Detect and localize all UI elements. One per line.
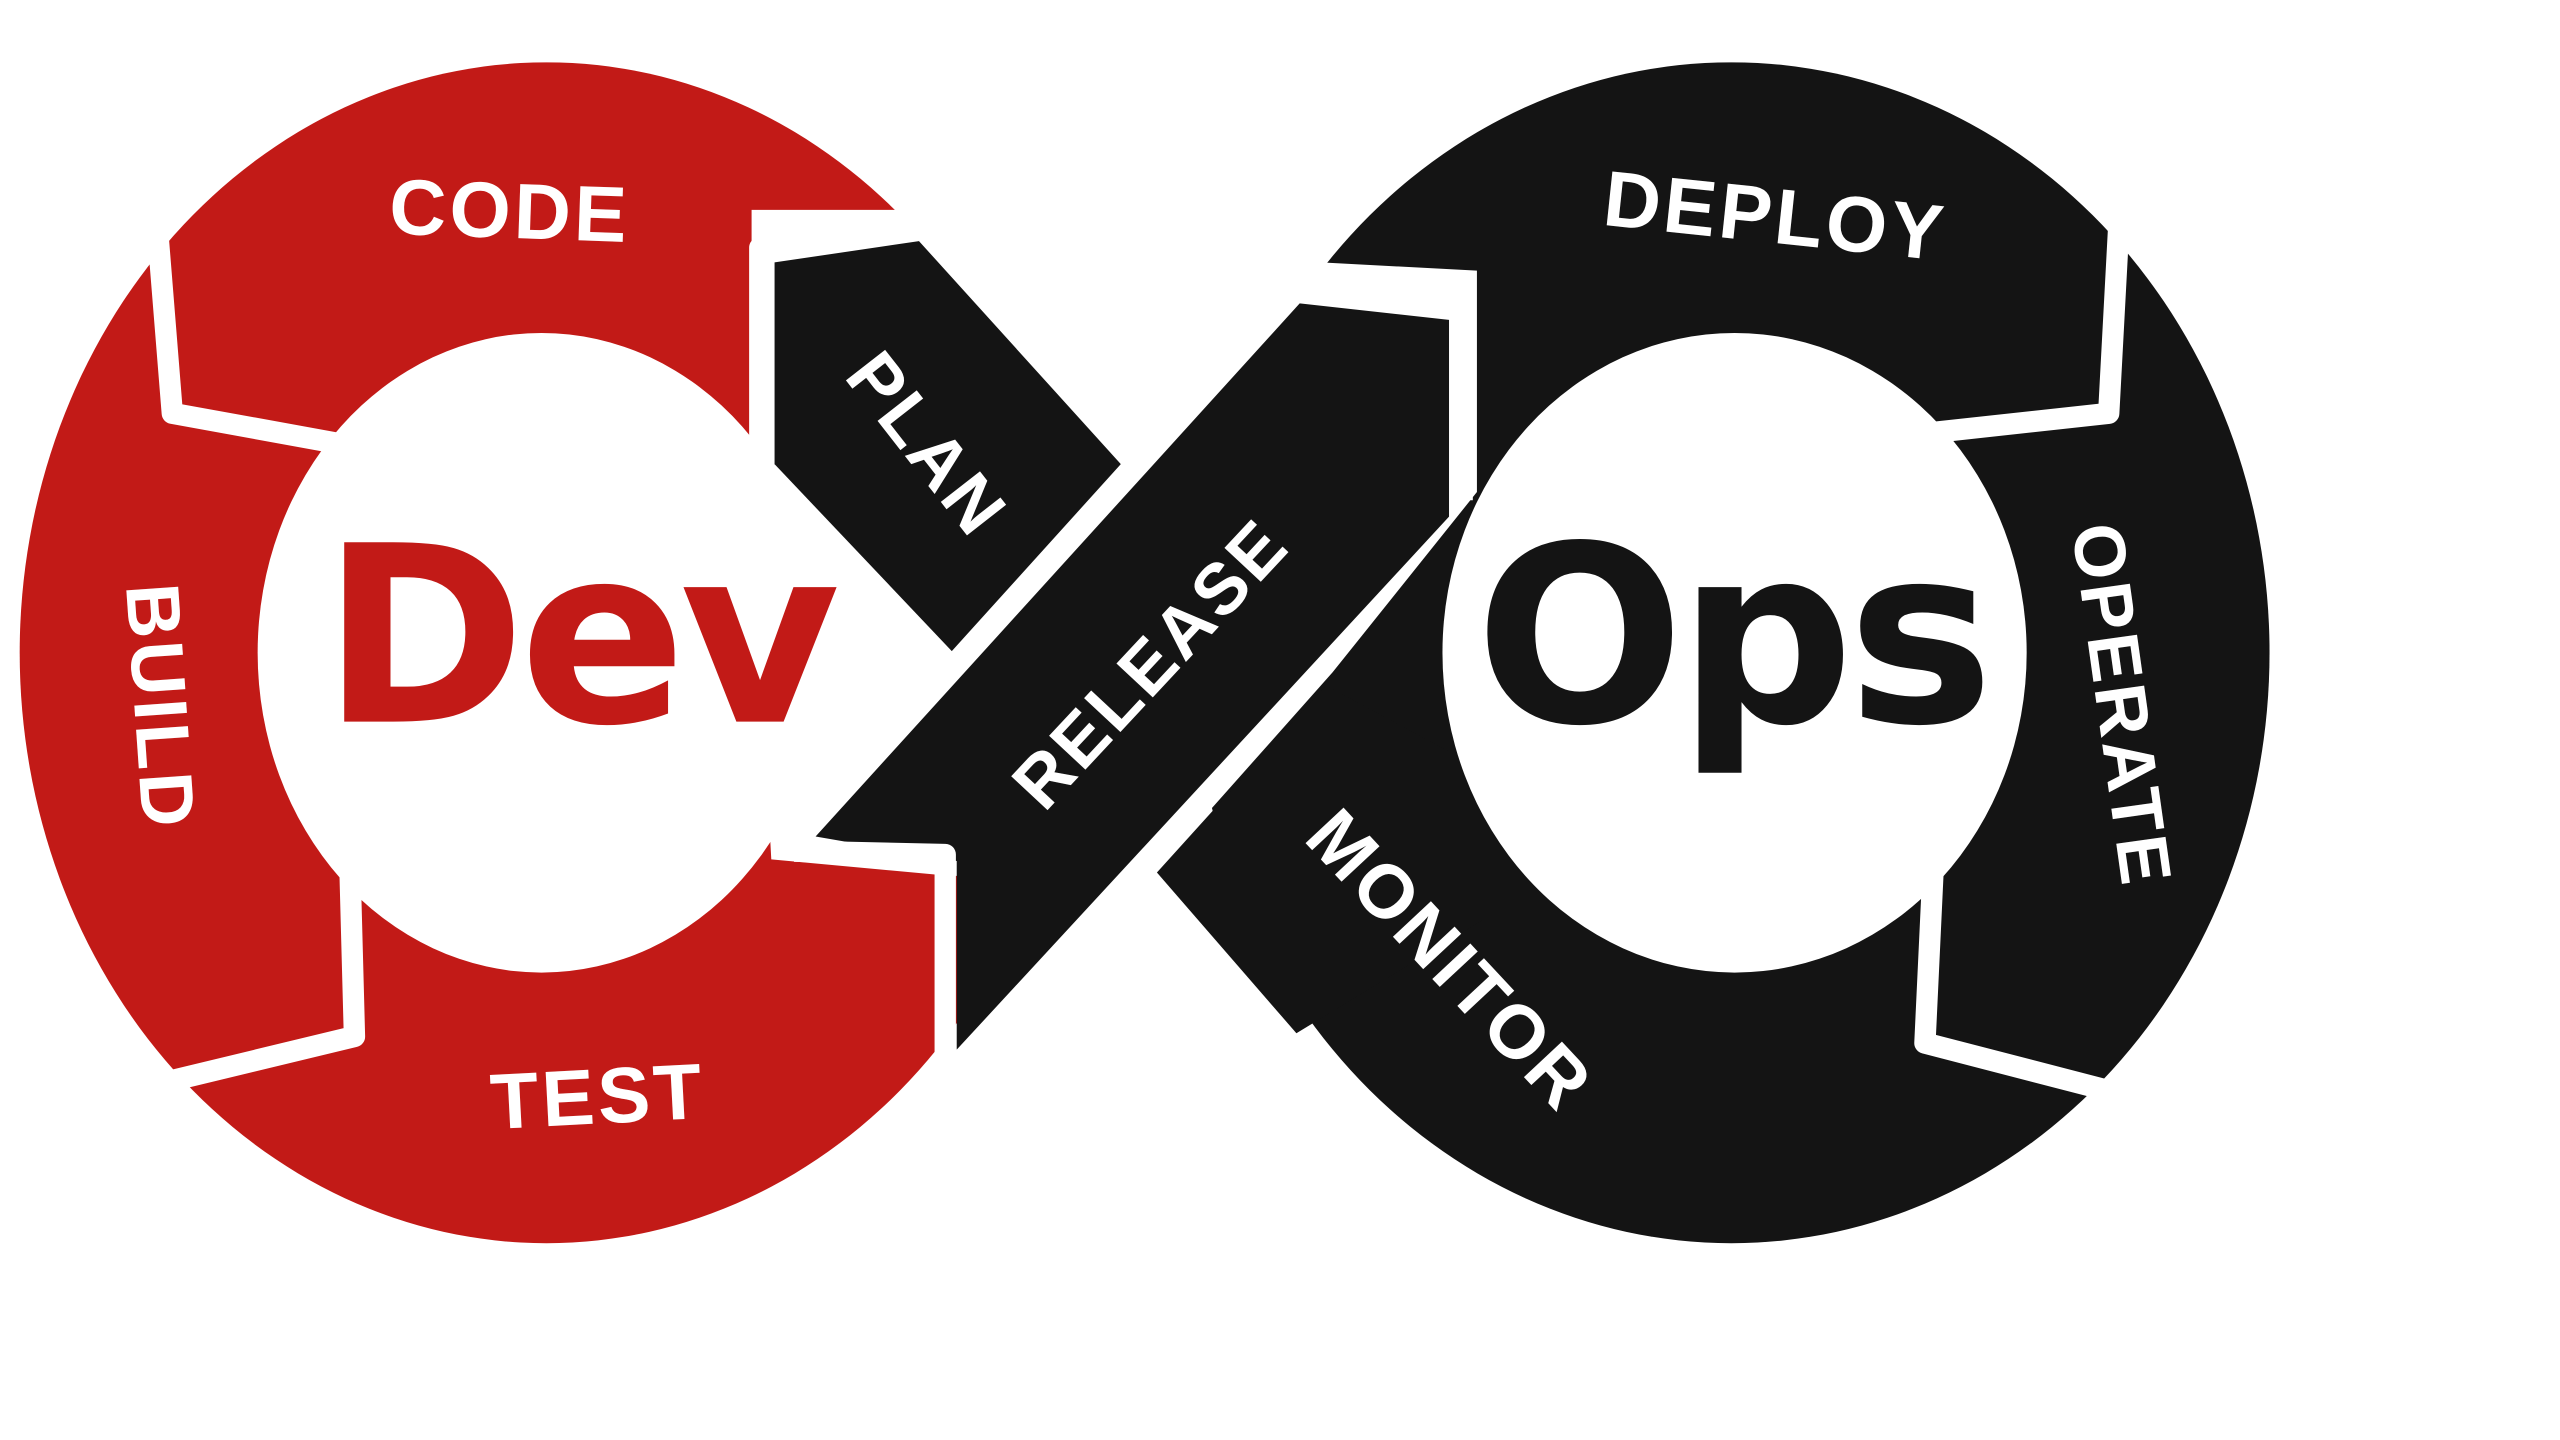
stage-build: BUILD xyxy=(110,581,211,833)
release-segment xyxy=(815,303,1450,1050)
ops-hole xyxy=(1442,332,2027,973)
plan-segment xyxy=(774,241,1121,652)
separator-test-release xyxy=(794,840,956,1063)
separator-code-plan xyxy=(749,212,915,443)
separator-operate-monitor xyxy=(1914,868,2112,1101)
separator-deploy-release xyxy=(1308,279,1473,501)
stage-test: TEST xyxy=(488,1047,707,1146)
separator-build-test xyxy=(161,852,366,1093)
stage-code: CODE xyxy=(388,163,632,259)
monitor-segment xyxy=(1156,685,1486,1034)
dev-label: Dev xyxy=(322,495,837,781)
ops-label: Ops xyxy=(1475,495,1987,781)
dev-hole xyxy=(257,332,826,973)
separator-deploy-operate xyxy=(1927,229,2130,444)
separator-code-build xyxy=(146,228,355,457)
